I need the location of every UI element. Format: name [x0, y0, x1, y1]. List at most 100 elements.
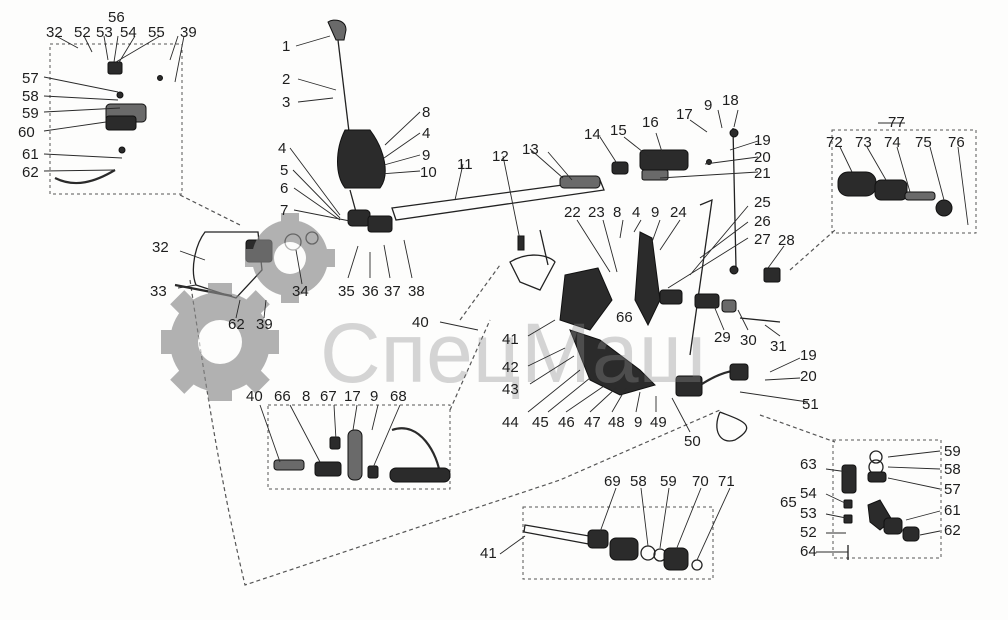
callout-14: 14 [584, 126, 601, 143]
lever-parts-bottom-left [273, 427, 451, 483]
callout-labels: 32 52 53 54 55 56 39 57 58 59 60 61 62 1… [18, 9, 965, 562]
callout-33: 33 [150, 283, 167, 300]
callout-41: 41 [502, 331, 519, 348]
callout-15: 15 [610, 122, 627, 139]
callout-12: 12 [492, 148, 509, 165]
callout-59b: 59 [660, 473, 677, 490]
callout-25: 25 [754, 194, 771, 211]
cylinder-parts-top-right [837, 171, 953, 217]
callout-37: 37 [384, 283, 401, 300]
callout-22: 22 [564, 204, 581, 221]
callout-35: 35 [338, 283, 355, 300]
callout-64: 64 [800, 543, 817, 560]
callout-9e: 9 [370, 388, 378, 405]
callout-68: 68 [390, 388, 407, 405]
callout-69: 69 [604, 473, 621, 490]
detail-box-bottom-center [522, 506, 714, 580]
callout-19: 19 [754, 132, 771, 149]
callout-39: 39 [180, 24, 197, 41]
callout-1: 1 [282, 38, 290, 55]
callout-43: 43 [502, 381, 519, 398]
callout-38: 38 [408, 283, 425, 300]
callout-2: 2 [282, 71, 290, 88]
callout-20b: 20 [800, 368, 817, 385]
callout-40b: 40 [246, 388, 263, 405]
callout-74: 74 [884, 134, 901, 151]
callout-4: 4 [422, 125, 430, 142]
callout-77: 77 [888, 114, 905, 131]
callout-65: 65 [780, 494, 797, 511]
leader-dash-5 [449, 319, 491, 411]
callout-44: 44 [502, 414, 519, 431]
shift-rod [391, 175, 605, 291]
callout-18: 18 [722, 92, 739, 109]
callout-58b: 58 [630, 473, 647, 490]
callout-34: 34 [292, 283, 309, 300]
detail-box-top-left [49, 43, 183, 195]
callout-62c: 62 [944, 522, 961, 539]
callout-20: 20 [754, 149, 771, 166]
watermark-text: СпецМаш [320, 306, 706, 400]
callout-47: 47 [584, 414, 601, 431]
callout-59c: 59 [944, 443, 961, 460]
callout-17: 17 [676, 106, 693, 123]
callout-63: 63 [800, 456, 817, 473]
callout-28: 28 [778, 232, 795, 249]
callout-57: 57 [22, 70, 39, 87]
callout-26: 26 [754, 213, 771, 230]
callout-53: 53 [96, 24, 113, 41]
detail-box-top-right [831, 129, 977, 234]
callout-42: 42 [502, 359, 519, 376]
callout-39b: 39 [256, 316, 273, 333]
callout-62b: 62 [228, 316, 245, 333]
callout-23: 23 [588, 204, 605, 221]
callout-11: 11 [457, 156, 473, 173]
callout-66: 66 [616, 309, 633, 326]
callout-17b: 17 [344, 388, 361, 405]
callout-51: 51 [802, 396, 819, 413]
callout-13: 13 [522, 141, 539, 158]
callout-45: 45 [532, 414, 549, 431]
callout-66b: 66 [274, 388, 291, 405]
upper-valve-parts [611, 127, 781, 283]
callout-31: 31 [770, 338, 787, 355]
callout-59: 59 [22, 105, 39, 122]
callout-58c: 58 [944, 461, 961, 478]
callout-52: 52 [74, 24, 91, 41]
callout-40: 40 [412, 314, 429, 331]
callout-19b: 19 [800, 347, 817, 364]
callout-10: 10 [420, 164, 437, 181]
callout-30: 30 [740, 332, 757, 349]
fitting-parts-bottom-right [716, 411, 920, 560]
callout-9d: 9 [634, 414, 642, 431]
leader-dash-3 [789, 229, 836, 271]
gear-icon [161, 283, 279, 401]
callout-62: 62 [22, 164, 39, 181]
leader-dash-1 [179, 194, 241, 226]
detail-box-bottom-left [267, 404, 451, 490]
callout-32: 32 [46, 24, 63, 41]
callout-21: 21 [754, 165, 771, 182]
callout-9c: 9 [651, 204, 659, 221]
callout-4b: 4 [278, 140, 286, 157]
callout-54b: 54 [800, 485, 817, 502]
callout-56: 56 [108, 9, 125, 26]
callout-3: 3 [282, 94, 290, 111]
callout-50: 50 [684, 433, 701, 450]
callout-61: 61 [22, 146, 39, 163]
callout-46: 46 [558, 414, 575, 431]
callout-55: 55 [148, 24, 165, 41]
callout-29: 29 [714, 329, 731, 346]
callout-70: 70 [692, 473, 709, 490]
callout-57b: 57 [944, 481, 961, 498]
callout-6: 6 [280, 180, 288, 197]
callout-24: 24 [670, 204, 687, 221]
pedal-assembly [559, 198, 781, 397]
callout-76: 76 [948, 134, 965, 151]
callout-52b: 52 [800, 524, 817, 541]
callout-7: 7 [280, 202, 288, 219]
push-rod-bottom-center [523, 524, 703, 571]
callout-36: 36 [362, 283, 379, 300]
callout-32b: 32 [152, 239, 169, 256]
